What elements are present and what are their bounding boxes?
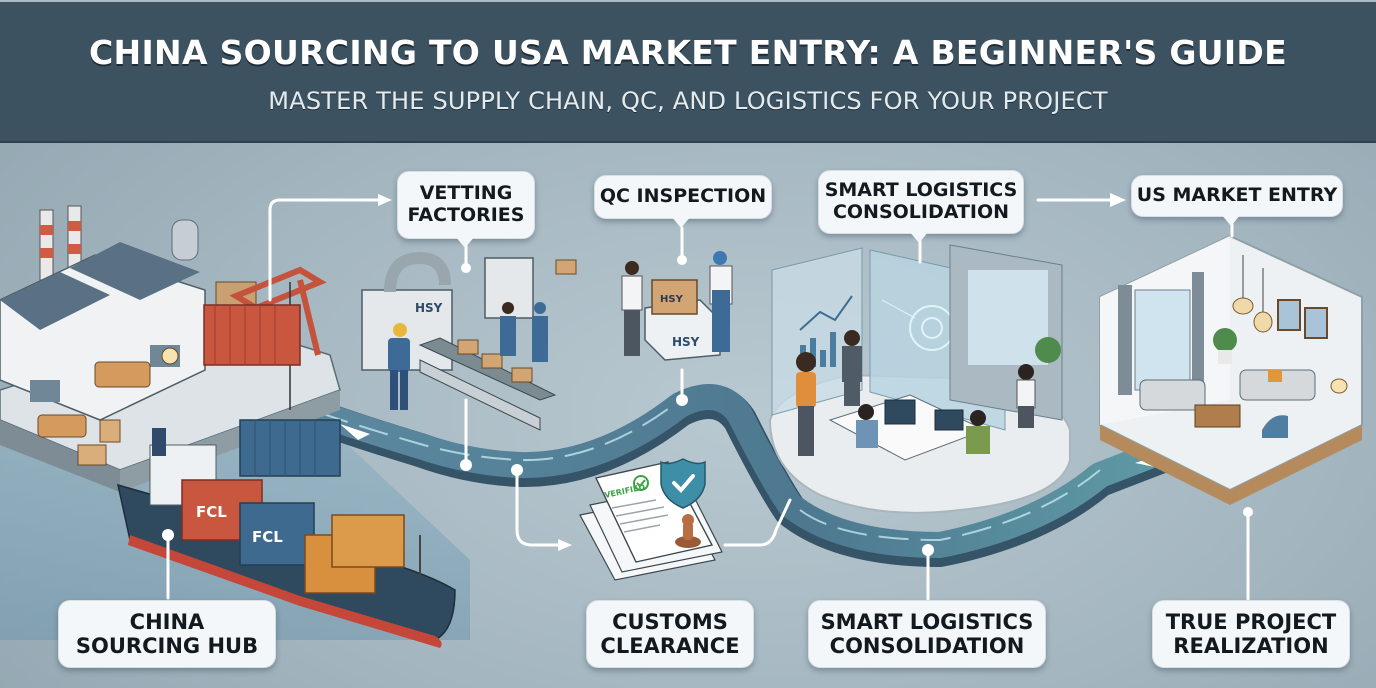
factory-icon [0,205,341,492]
callout-line: CONSOLIDATION [832,201,1010,223]
callout-line: SOURCING HUB [75,634,259,658]
callout-line: VETTING [419,182,513,205]
supply-chain-route [245,378,1182,567]
living-room-icon [1099,234,1363,505]
callout-line: CHINA [129,609,205,634]
inspection-box-icon: HSY HSY [621,251,733,361]
callout-qc-inspection: QC INSPECTION [594,175,772,219]
arrow-to-vetting-icon [378,194,392,206]
page-subtitle: MASTER THE SUPPLY CHAIN, QC, AND LOGISTI… [268,87,1108,115]
crate-brand-label: HSY [672,335,700,349]
header-banner: CHINA SOURCING TO USA MARKET ENTRY: A BE… [0,0,1376,143]
stamp-icon [675,514,701,548]
callout-us-market-entry: US MARKET ENTRY [1131,175,1343,217]
dashboard-screen-icon [768,244,1071,514]
container-label-fcl-red: FCL [196,503,227,521]
container-label-fcl-blue: FCL [252,528,283,546]
conveyor-icon: HSY [361,251,577,431]
cargo-ship-icon: FCL FCL [116,428,456,648]
callout-line: SMART LOGISTICS [824,179,1018,202]
callout-pointer [671,216,691,228]
arrow-to-market-icon [1110,193,1126,207]
connector-dots [162,255,1253,556]
callout-line: CLEARANCE [600,634,740,658]
scene-illustration: FCL FCL HSY [0,193,1363,648]
machine-brand-label: HSY [415,301,443,315]
callout-line: US MARKET ENTRY [1136,184,1338,207]
callout-pointer [455,236,475,248]
box-brand-label: HSY [660,294,684,305]
route-arrow-start-icon [340,424,370,440]
callout-pointer [909,231,929,243]
arrow-to-customs-icon [558,539,572,551]
crane-icon [203,266,341,477]
callout-line: FACTORIES [407,204,525,226]
callout-pointer [1221,214,1241,226]
page-title: CHINA SOURCING TO USA MARKET ENTRY: A BE… [89,33,1287,72]
callout-line: SMART LOGISTICS [820,609,1034,634]
callout-line: CONSOLIDATION [829,634,1025,658]
callout-line: CUSTOMS [612,609,728,634]
shield-check-icon [660,458,706,509]
callout-line: TRUE PROJECT [1165,609,1337,634]
callout-line: QC INSPECTION [599,185,767,208]
worker-figure [388,323,410,410]
callout-line: REALIZATION [1173,634,1329,658]
